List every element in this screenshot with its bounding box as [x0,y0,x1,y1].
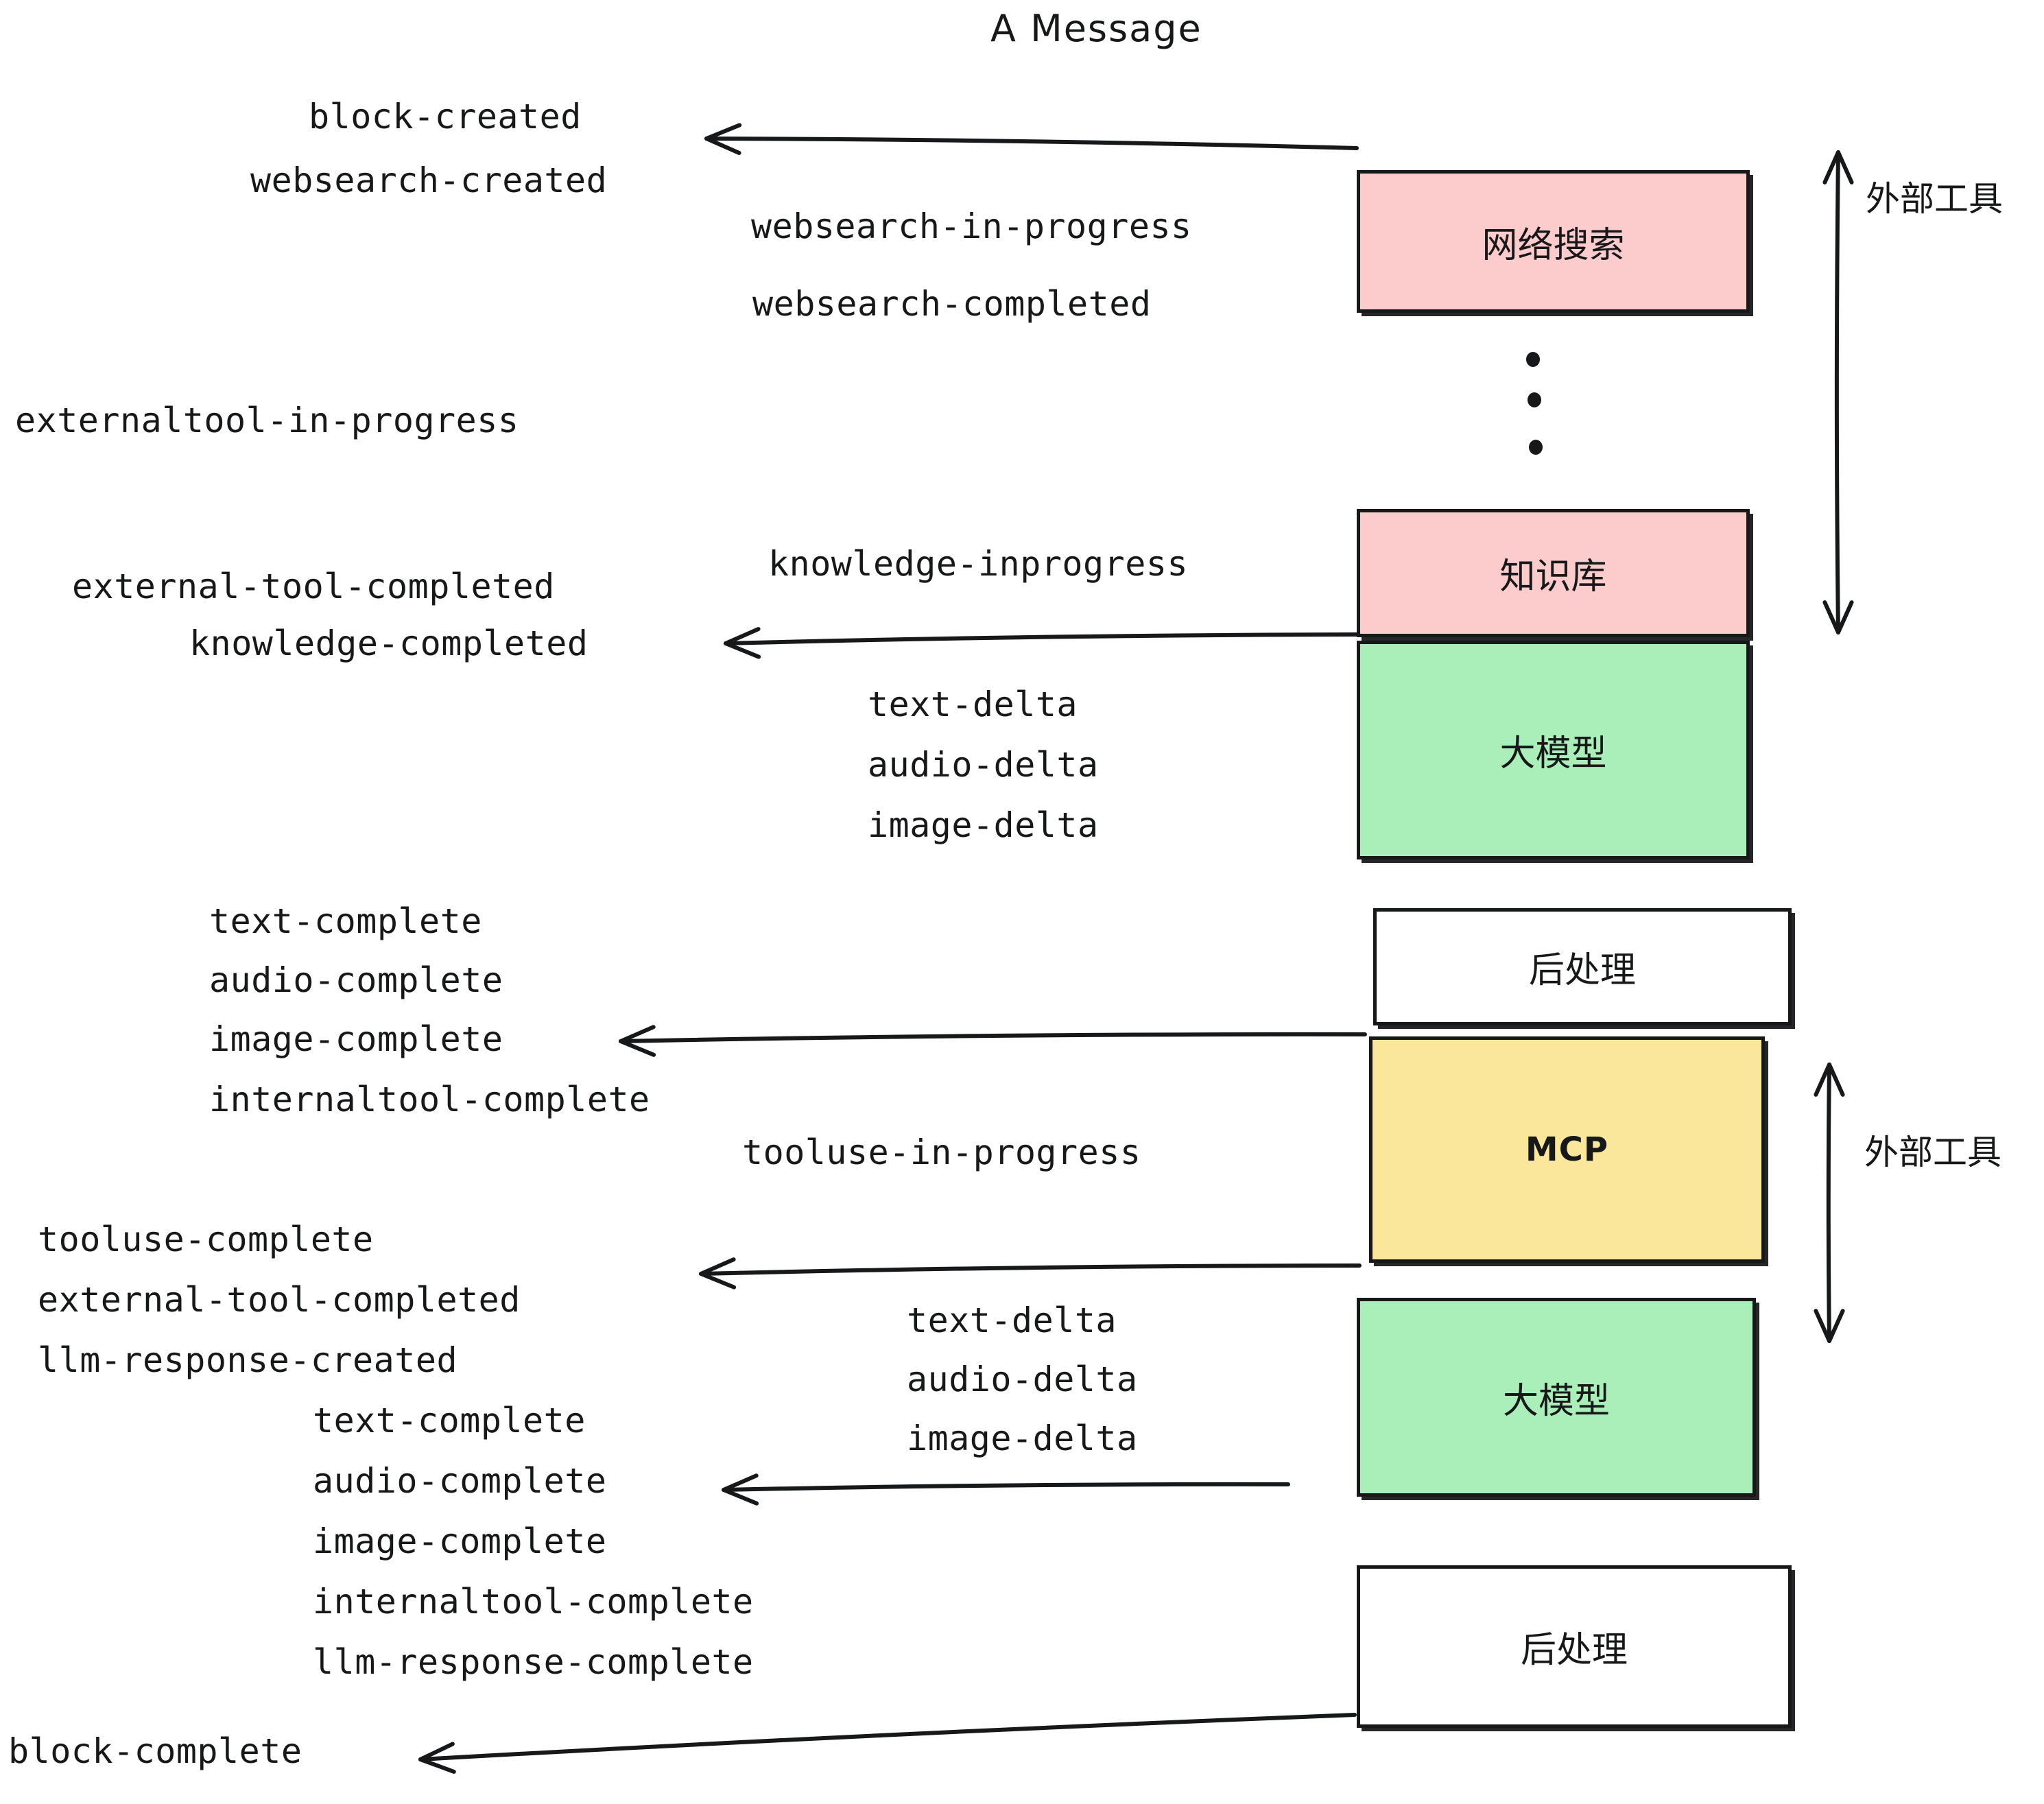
event-label-websearch-in-progress: websearch-in-progress [751,206,1192,246]
dbl-head-bottom-external-tools-arrow-top [1822,600,1854,634]
event-label-external-tool-completed-1: external-tool-completed [72,567,555,606]
side-label-external-tools-top: 外部工具 [1866,179,2003,219]
event-label-internaltool-complete-2: internaltool-complete [313,1582,754,1622]
event-label-text-complete-2: text-complete [313,1401,586,1440]
event-label-llm-response-complete: llm-response-complete [313,1642,754,1682]
event-label-websearch-completed: websearch-completed [752,284,1152,324]
side-label-external-tools-bottom: 外部工具 [1864,1132,2001,1172]
arrow-head-arrow-image-complete [619,1025,656,1057]
event-label-llm-response-created: llm-response-created [38,1340,458,1380]
event-label-knowledge-completed: knowledge-completed [189,624,589,663]
node-box-mcp: MCP [1369,1036,1765,1263]
arrow-line-arrow-image-complete [619,1032,1367,1043]
ellipsis-dot-3 [1529,440,1543,455]
event-label-text-delta-1: text-delta [868,685,1078,724]
node-box-postprocess-1: 后处理 [1373,908,1792,1025]
event-label-image-complete-1: image-complete [209,1019,503,1059]
node-box-llm-1: 大模型 [1357,641,1750,859]
event-label-audio-complete-2: audio-complete [313,1461,607,1501]
arrow-line-arrow-block-complete [418,1713,1357,1761]
arrow-line-arrow-tooluse-complete [699,1263,1362,1276]
arrow-head-arrow-tooluse-complete [699,1257,737,1290]
node-box-knowledge: 知识库 [1357,509,1750,637]
ellipsis-dot-2 [1528,392,1541,407]
event-label-external-tool-completed-2: external-tool-completed [38,1280,521,1320]
event-label-externaltool-in-progress: externaltool-in-progress [15,401,519,440]
dbl-head-bottom-external-tools-arrow-bottom [1814,1309,1845,1343]
event-label-tooluse-complete: tooluse-complete [38,1220,374,1259]
event-label-image-delta-2: image-delta [907,1419,1138,1458]
event-label-knowledge-inprogress: knowledge-inprogress [768,544,1189,584]
arrow-head-arrow-knowledge-done [724,627,761,659]
diagram-title: A Message [990,7,1202,50]
event-label-internaltool-complete-1: internaltool-complete [209,1080,650,1119]
event-label-image-complete-2: image-complete [313,1521,607,1561]
arrow-line-arrow-knowledge-done [724,632,1359,645]
event-label-websearch-created: websearch-created [250,161,608,200]
arrow-head-arrow-audio-complete [722,1473,759,1506]
node-box-websearch: 网络搜索 [1357,170,1750,313]
event-label-audio-complete-1: audio-complete [209,960,503,1000]
event-label-tooluse-in-progress: tooluse-in-progress [742,1132,1141,1172]
arrow-head-arrow-block-complete [418,1742,456,1774]
event-label-text-complete-1: text-complete [209,901,482,941]
dbl-head-top-external-tools-arrow-bottom [1814,1063,1845,1097]
dbl-head-top-external-tools-arrow-top [1822,150,1854,185]
event-label-text-delta-2: text-delta [907,1301,1117,1340]
event-label-audio-delta-2: audio-delta [907,1360,1138,1399]
event-label-audio-delta-1: audio-delta [868,745,1099,785]
dbl-line-external-tools-arrow-top [1834,150,1840,634]
event-label-block-complete: block-complete [8,1731,302,1771]
node-box-postprocess-2: 后处理 [1357,1565,1792,1728]
ellipsis-dot-1 [1526,352,1540,367]
event-label-block-created: block-created [309,97,582,137]
arrow-line-arrow-audio-complete [722,1482,1290,1492]
arrow-head-arrow-block-created [704,123,742,155]
event-label-image-delta-1: image-delta [868,805,1099,845]
arrow-line-arrow-block-created [704,137,1359,150]
node-box-llm-2: 大模型 [1357,1298,1756,1497]
